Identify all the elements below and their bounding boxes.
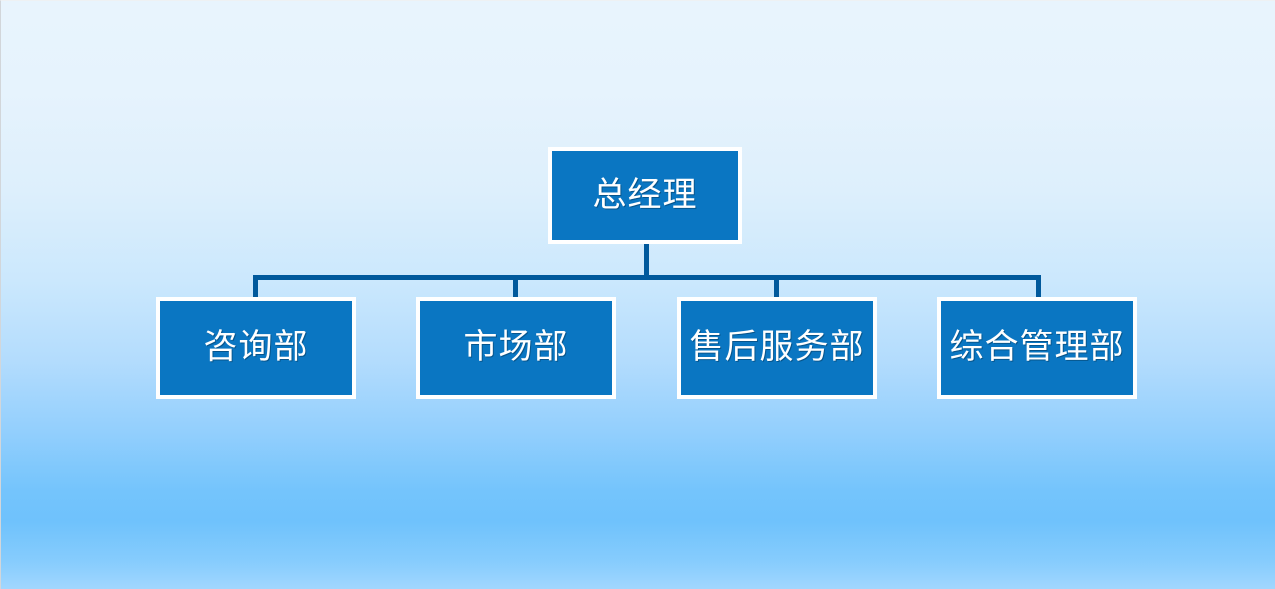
connector-root-stem bbox=[644, 244, 649, 277]
connector-drop-consulting bbox=[253, 275, 258, 297]
connector-drop-general-admin bbox=[1036, 275, 1041, 297]
org-node-general-admin-dept[interactable]: 综合管理部 bbox=[937, 297, 1137, 399]
connector-horizontal-bus bbox=[253, 275, 1041, 280]
org-node-marketing-dept[interactable]: 市场部 bbox=[416, 297, 616, 399]
org-node-consulting-dept[interactable]: 咨询部 bbox=[156, 297, 356, 399]
connector-drop-marketing bbox=[513, 275, 518, 297]
org-node-general-manager[interactable]: 总经理 bbox=[548, 147, 742, 244]
org-node-label: 咨询部 bbox=[203, 329, 309, 366]
org-node-label: 售后服务部 bbox=[689, 329, 865, 366]
org-node-label: 综合管理部 bbox=[949, 329, 1125, 366]
org-node-after-sales-dept[interactable]: 售后服务部 bbox=[677, 297, 877, 399]
org-node-label: 市场部 bbox=[463, 329, 569, 366]
org-node-label: 总经理 bbox=[592, 176, 698, 214]
connector-drop-after-sales bbox=[774, 275, 779, 297]
